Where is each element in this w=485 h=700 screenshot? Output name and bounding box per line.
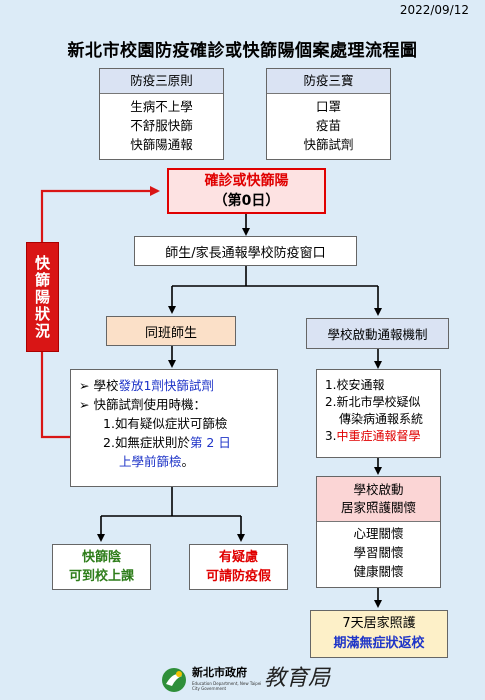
notify-item-3-highlight: 中重症通報督學: [336, 429, 421, 443]
care-box: 學校啟動 居家照護關懷 心理關懷 學習關懷 健康關懷: [316, 476, 441, 588]
classmates-box: 同班師生: [106, 316, 236, 346]
notify-detail-box: 1.校安通報 2.新北市學校疑似 傳染病通報系統 3.中重症通報督學: [316, 369, 441, 458]
classmates-detail-box: ➢ 學校發放1劑快篩試劑 ➢ 快篩試劑使用時機： 1.如有疑似症狀可篩檢 2.如…: [70, 369, 278, 487]
principle-item: 不舒服快篩: [130, 118, 193, 133]
detail-bullet-1-prefix: 學校: [93, 378, 119, 393]
date-label: 2022/09/12: [399, 3, 469, 17]
detail-sub-2: 2.如無症狀則於第 2 日: [79, 433, 273, 452]
principle-item: 快篩陽通報: [130, 137, 193, 152]
care-header-line1: 學校啟動: [353, 482, 404, 497]
school-notify-box: 學校啟動通報機制: [306, 318, 449, 349]
notify-item-3: 3.中重症通報督學: [325, 428, 440, 445]
footer-logo: 新北市政府 Education Department, New Taipei C…: [160, 664, 350, 696]
care-item: 心理關懷: [353, 526, 404, 541]
detail-bullet-2-text: 快篩試劑使用時機：: [93, 397, 206, 412]
treasure-item: 快篩試劑: [303, 137, 354, 152]
detail-sub-3-suffix: 。: [181, 454, 195, 469]
notify-item-3-prefix: 3.: [325, 429, 337, 443]
report-box: 師生/家長通報學校防疫窗口: [134, 236, 357, 266]
treasures-header: 防疫三寶: [267, 69, 390, 94]
detail-sub-3-highlight: 上學前篩檢: [119, 454, 182, 469]
principles-list: 生病不上學 不舒服快篩 快篩陽通報: [100, 94, 223, 154]
notify-item-1: 1.校安通報: [325, 378, 385, 392]
bullet-arrow-icon: ➢: [79, 397, 90, 412]
side-label-text: 快篩陽狀況: [33, 254, 51, 340]
detail-bullet-1-highlight: 發放1劑快篩試劑: [118, 378, 214, 393]
start-box: 確診或快篩陽 （第0日）: [167, 168, 326, 214]
treasure-item: 疫苗: [315, 118, 341, 133]
negative-line1: 快篩陰: [81, 550, 121, 565]
care-header: 學校啟動 居家照護關懷: [317, 477, 440, 522]
page-title: 新北市校園防疫確診或快篩陽個案處理流程圖: [67, 41, 418, 61]
suspect-line1: 有疑慮: [218, 550, 258, 565]
principle-item: 生病不上學: [130, 99, 193, 114]
negative-result-box: 快篩陰 可到校上課: [52, 544, 151, 590]
care-header-line2: 居家照護關懷: [340, 500, 416, 515]
notify-item-2: 2.新北市學校疑似: [325, 395, 421, 409]
footer-dept-en: Education Department, New Taipei City Go…: [192, 681, 262, 691]
detail-bullet-2: ➢ 快篩試劑使用時機：: [79, 395, 273, 414]
detail-bullet-1: ➢ 學校發放1劑快篩試劑: [79, 376, 273, 395]
home-care-box: 7天居家照護 期滿無症狀返校: [310, 610, 448, 658]
city-logo-icon: [162, 668, 186, 692]
start-box-line1: 確診或快篩陽: [204, 173, 289, 189]
report-box-text: 師生/家長通報學校防疫窗口: [165, 245, 326, 261]
side-label-box: 快篩陽狀況: [26, 242, 59, 352]
footer-bureau: 教育局: [264, 666, 331, 691]
classmates-box-text: 同班師生: [144, 325, 197, 341]
negative-line2: 可到校上課: [68, 569, 134, 584]
detail-sub-2-highlight: 第 2 日: [189, 435, 231, 450]
care-items: 心理關懷 學習關懷 健康關懷: [317, 522, 440, 581]
detail-sub-1: 1.如有疑似症狀可篩檢: [103, 416, 228, 431]
home-care-line1: 7天居家照護: [342, 616, 416, 631]
start-box-line2: （第0日）: [213, 193, 280, 209]
care-item: 健康關懷: [353, 564, 404, 579]
treasures-panel: 防疫三寶 口罩 疫苗 快篩試劑: [266, 68, 391, 160]
principles-panel: 防疫三原則 生病不上學 不舒服快篩 快篩陽通報: [99, 68, 224, 160]
treasures-list: 口罩 疫苗 快篩試劑: [267, 94, 390, 154]
footer-org: 新北市政府: [192, 666, 247, 679]
detail-sub-2-prefix: 2.如無症狀則於: [103, 435, 190, 450]
suspect-line2: 可請防疫假: [205, 569, 271, 584]
notify-item-2-cont: 傳染病通報系統: [339, 412, 424, 426]
principles-header: 防疫三原則: [100, 69, 223, 94]
school-notify-text: 學校啟動通報機制: [327, 327, 428, 342]
suspect-box: 有疑慮 可請防疫假: [189, 544, 288, 590]
home-care-line2: 期滿無症狀返校: [333, 636, 425, 651]
care-item: 學習關懷: [353, 545, 404, 560]
detail-sub-3: 上學前篩檢。: [79, 452, 273, 471]
bullet-arrow-icon: ➢: [79, 378, 90, 393]
treasure-item: 口罩: [315, 99, 341, 114]
